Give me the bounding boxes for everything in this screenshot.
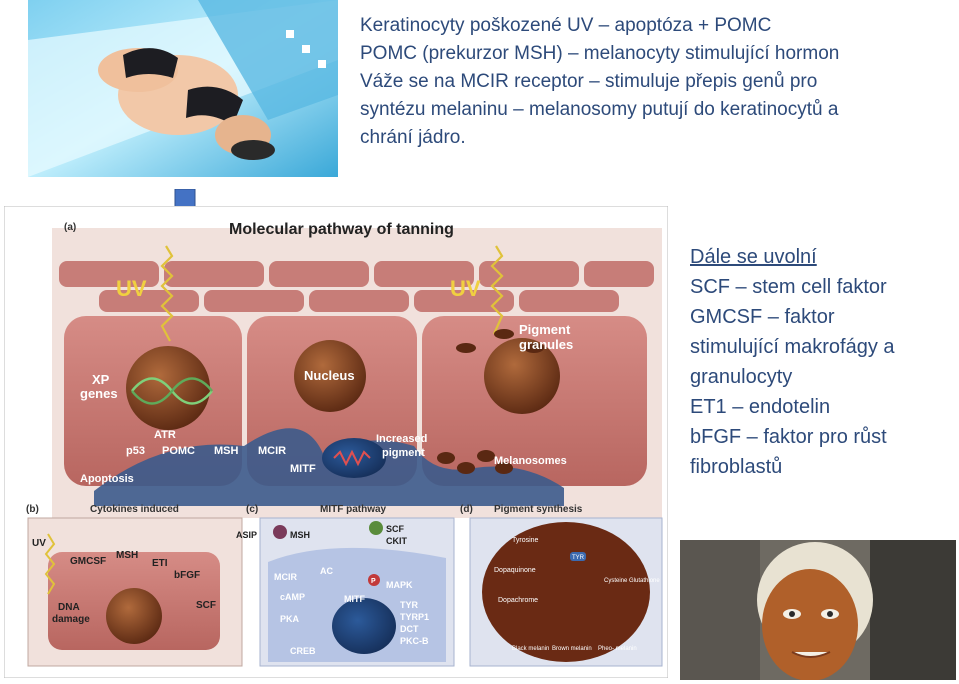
panel-b-label: (b) [26,504,39,515]
nucleus-label: Nucleus [304,368,355,383]
intro-line: chrání jádro. [360,127,466,148]
intro-line: Váže se na MCIR receptor – stimuluje pře… [360,71,818,92]
side-line: SCF – stem cell faktor [690,276,887,298]
svg-text:granules: granules [519,337,573,352]
uv-ray-right [490,245,504,335]
svg-text:DCT: DCT [400,624,419,634]
svg-text:cAMP: cAMP [280,592,305,602]
atr-label: ATR [154,429,176,441]
mcir-label: MCIR [258,445,286,457]
panel-a-label: (a) [64,222,76,233]
nucleus-right [484,338,560,414]
panel-d-label: (d) [460,504,473,515]
svg-text:ASIP: ASIP [236,530,257,540]
uv-ray-left [160,245,174,342]
svg-text:GMCSF: GMCSF [70,556,106,567]
svg-text:CKIT: CKIT [386,536,407,546]
svg-text:MSH: MSH [290,530,310,540]
svg-text:CREB: CREB [290,646,316,656]
svg-text:AC: AC [320,566,333,576]
svg-text:Dopaquinone: Dopaquinone [494,567,536,574]
intro-line: POMC (prekurzor MSH) – melanocyty stimul… [360,43,840,64]
side-heading: Dále se uvolní [690,246,817,268]
svg-text:MITF: MITF [344,594,365,604]
apoptosis-label: Apoptosis [80,473,134,485]
side-line: GMCSF – faktor [690,306,835,328]
svg-text:SCF: SCF [196,600,216,611]
melanosome-cross-section [482,522,650,662]
nucleus-middle [294,340,366,412]
side-line: fibroblastů [690,456,783,478]
uv-label-left: UV [116,276,147,301]
p53-label: p53 [126,445,145,457]
pigment-synthesis-label: Pigment synthesis [494,504,583,515]
figure-title: Molecular pathway of tanning [229,221,454,238]
svg-text:TYR: TYR [400,600,419,610]
svg-text:UV: UV [32,538,46,549]
tanning-pathway-figure: (a) Molecular pathway of tanning [3,205,669,679]
panel-c-label: (c) [246,504,258,515]
svg-text:damage: damage [52,614,90,625]
increased-pigment-label: Increased [376,433,427,445]
mitf-label: MITF [290,463,316,475]
svg-text:P: P [371,578,376,585]
side-line: stimulující makrofágy a [690,336,895,358]
uv-label-right: UV [450,276,481,301]
svg-text:Brown melanin: Brown melanin [552,646,592,652]
xp-genes-label: XP [92,372,110,387]
intro-paragraph: Keratinocyty poškozené UV – apoptóza + P… [360,12,950,152]
tanned-woman-photo [680,540,956,680]
side-line: granulocyty [690,366,793,388]
svg-text:ETI: ETI [152,558,168,569]
stratum-cells [59,261,654,312]
svg-text:TYR: TYR [572,555,585,561]
svg-text:SCF: SCF [386,524,405,534]
svg-text:Cysteine Glutathione: Cysteine Glutathione [604,578,660,584]
side-paragraph: Dále se uvolní SCF – stem cell faktor GM… [690,242,952,482]
svg-text:MCIR: MCIR [274,572,297,582]
side-line: bFGF – faktor pro růst [690,426,887,448]
svg-text:Tyrosine: Tyrosine [512,537,539,544]
svg-text:DNA: DNA [58,602,80,613]
msh-label: MSH [214,445,239,457]
svg-text:bFGF: bFGF [174,570,200,581]
pigment-granules-label: Pigment [519,322,571,337]
svg-text:MSH: MSH [116,550,138,561]
mitf-pathway-label: MITF pathway [320,504,387,515]
svg-text:PKA: PKA [280,614,300,624]
svg-text:MAPK: MAPK [386,580,413,590]
tanning-bed-photo [28,0,338,177]
svg-text:genes: genes [80,386,118,401]
side-line: ET1 – endotelin [690,396,831,418]
svg-text:Pheo- melanin: Pheo- melanin [598,646,637,652]
intro-line: syntézu melaninu – melanosomy putují do … [360,99,839,120]
pomc-label: POMC [162,445,195,457]
svg-text:Black melanin: Black melanin [512,646,549,652]
svg-text:TYRP1: TYRP1 [400,612,429,622]
cytokines-label: Cytokines induced [90,504,179,515]
svg-text:PKC-B: PKC-B [400,636,429,646]
intro-line: Keratinocyty poškozené UV – apoptóza + P… [360,15,772,36]
svg-text:pigment: pigment [382,447,425,459]
svg-text:Dopachrome: Dopachrome [498,597,538,604]
melanosomes-label: Melanosomes [494,455,567,467]
